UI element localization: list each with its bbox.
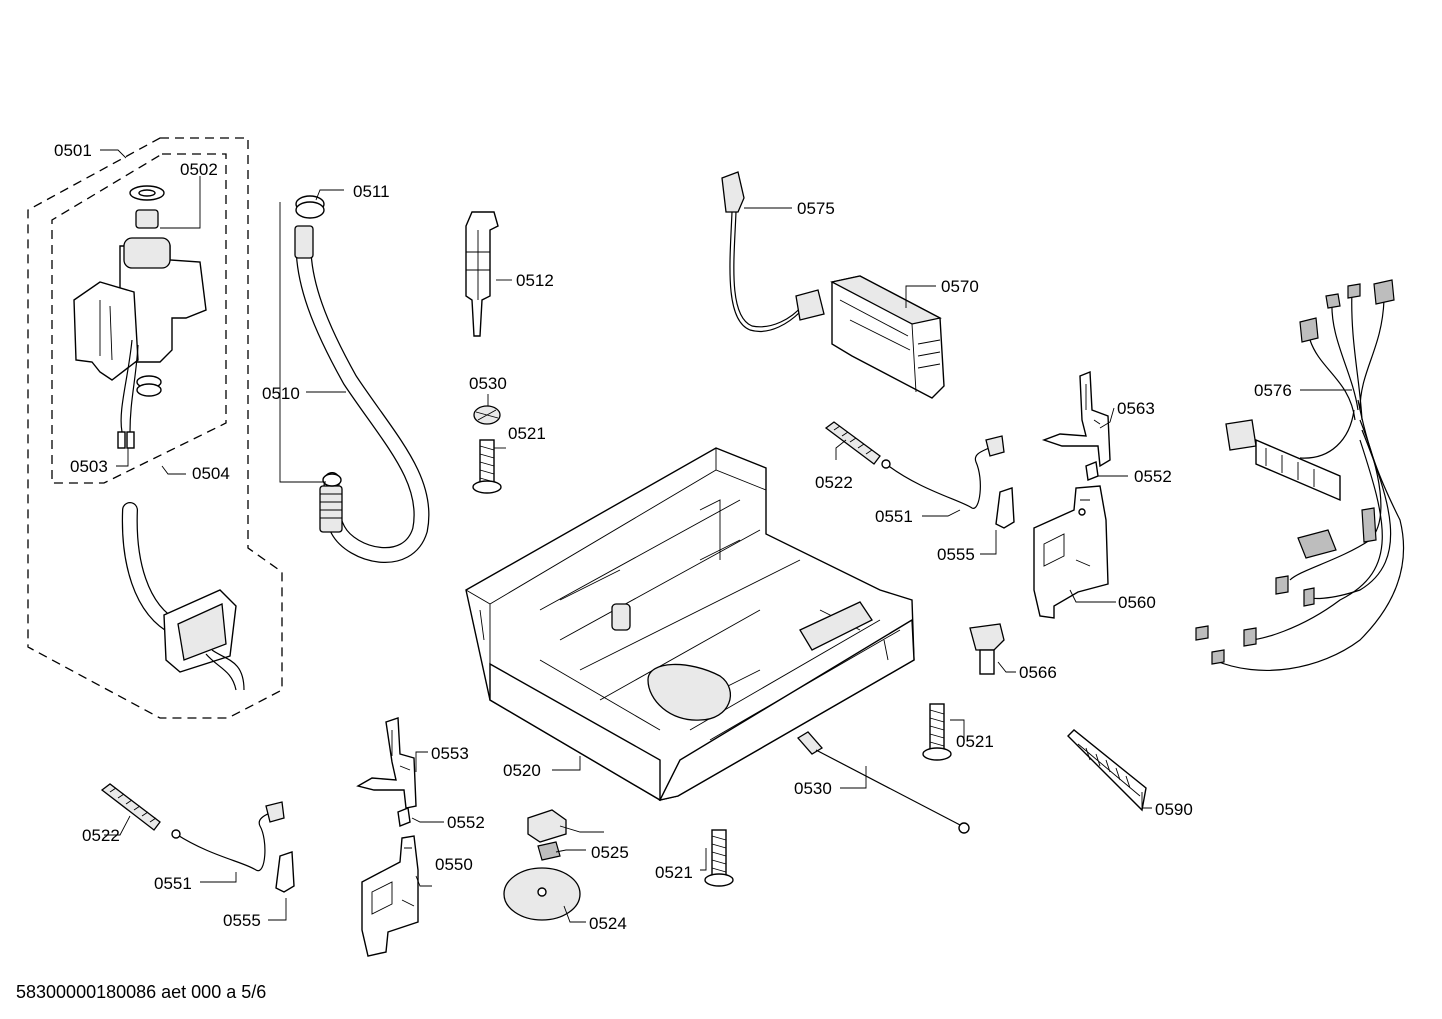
foot-screw-0521-top [472,439,502,494]
label-0512: 0512 [516,271,554,290]
spring-0522-right [824,421,881,465]
rod-0530 [796,731,970,834]
base-tub-0520 [465,447,915,802]
sensor-cable-0551-left [171,801,285,872]
part-labels: 0501 0502 0503 0504 0511 0510 0512 0530 … [54,141,1292,933]
cap-0530-top [473,405,501,425]
label-0530-top: 0530 [469,374,507,393]
label-0522-left: 0522 [82,826,120,845]
document-reference: 58300000180086 aet 000 a 5/6 [16,982,266,1002]
label-0551-left: 0551 [154,874,192,893]
label-0551-right: 0551 [875,507,913,526]
label-0522-right: 0522 [815,473,853,492]
wiring-harness-0576 [1195,279,1405,671]
drain-hose-0510 [294,225,430,563]
clip-0555-right [995,487,1015,529]
hinge-pin-0512 [465,211,499,337]
sensor-cable-0551-right [881,435,1005,509]
label-0524: 0524 [589,914,627,933]
hinge-plate-0550 [361,835,419,957]
label-0521-right: 0521 [956,732,994,751]
o-ring-0510 [322,473,342,487]
label-0520: 0520 [503,761,541,780]
hinge-bracket-0553 [356,717,417,809]
foot-screw-0521-right [922,703,952,761]
label-0570: 0570 [941,277,979,296]
foot-screw-0521-bottom [704,829,734,887]
clip-0555-left [275,851,295,893]
hinge-plate-0560 [1033,485,1109,619]
label-0566: 0566 [1019,663,1057,682]
label-0576: 0576 [1254,381,1292,400]
assembly-boundary-0502 [51,153,227,484]
hinge-bracket-0563 [1041,370,1111,468]
clip-0552-right [1085,461,1099,481]
inlet-hose-0501 [121,502,245,691]
float-switch-0566 [969,623,1005,675]
label-0511: 0511 [353,182,390,201]
power-cord-0575 [721,171,825,332]
disc-0524 [503,867,581,921]
label-0560: 0560 [1118,593,1156,612]
grille-0590 [1067,729,1147,812]
label-0521-top: 0521 [508,424,546,443]
label-0521-bottom: 0521 [655,863,693,882]
label-0552-left: 0552 [447,813,485,832]
label-0550: 0550 [435,855,473,874]
spring-0522-left [100,783,161,831]
inlet-valve-assembly [73,185,207,449]
label-0555-right: 0555 [937,545,975,564]
label-0553: 0553 [431,744,469,763]
assembly-boundary-0501 [27,137,283,719]
connector-0525 [527,809,567,861]
label-0555-left: 0555 [223,911,261,930]
control-module-0570 [830,275,945,399]
clip-0552-left [397,807,411,827]
label-0563: 0563 [1117,399,1155,418]
label-0525: 0525 [591,843,629,862]
label-0503: 0503 [70,457,108,476]
label-0510: 0510 [262,384,300,403]
label-0530-rod: 0530 [794,779,832,798]
label-0552-right: 0552 [1134,467,1172,486]
label-0504: 0504 [192,464,230,483]
label-0590: 0590 [1155,800,1193,819]
hose-clamp-0511 [295,195,325,219]
label-0501: 0501 [54,141,92,160]
leader-lines [100,149,1352,923]
label-0502: 0502 [180,160,218,179]
label-0575: 0575 [797,199,835,218]
